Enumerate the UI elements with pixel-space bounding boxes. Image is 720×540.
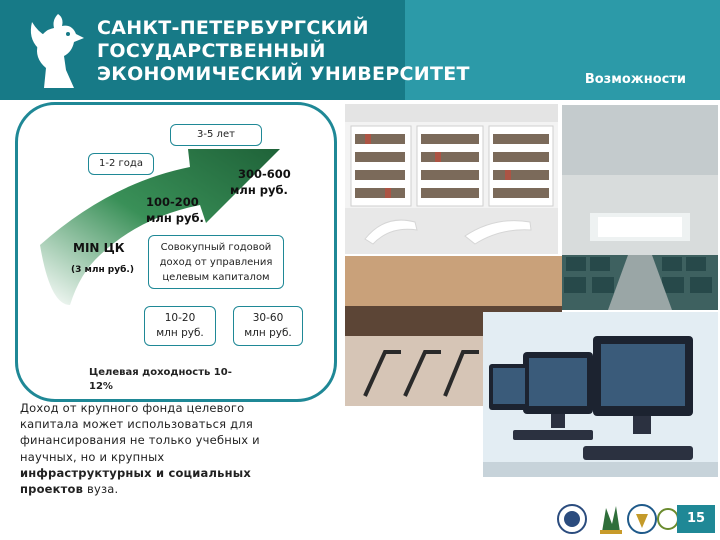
griffin-logo-icon xyxy=(30,14,84,88)
range-mid-label: 100-200 млн руб. xyxy=(146,194,204,226)
diagram-frame xyxy=(15,102,337,402)
income-low-value: 10-20 xyxy=(164,312,196,324)
range-mid-unit: млн руб. xyxy=(146,211,204,225)
income-box-line-2: доход от управления xyxy=(159,257,273,268)
header-band-light xyxy=(405,0,720,100)
university-name-line-2: ГОСУДАРСТВЕННЫЙ xyxy=(97,40,326,62)
income-box-line-1: Совокупный годовой xyxy=(160,242,272,253)
body-line-2: капитала может использоваться для xyxy=(20,417,253,432)
university-seal-logos-icon xyxy=(557,504,679,534)
income-box-line-3: целевым капиталом xyxy=(162,272,270,283)
section-title: Возможности xyxy=(584,72,686,87)
body-paragraph: Доход от крупного фонда целевого капитал… xyxy=(20,400,310,497)
range-high-label: 300-600 млн руб. xyxy=(230,166,291,198)
university-name-line-1: САНКТ-ПЕТЕРБУРГСКИЙ xyxy=(97,17,369,39)
income-low-unit: млн руб. xyxy=(156,327,204,339)
income-high-value: 30-60 xyxy=(252,312,284,324)
range-mid-value: 100-200 xyxy=(146,195,199,209)
growth-arrow xyxy=(40,149,280,305)
period-long-box: 3-5 лет xyxy=(170,124,262,146)
library-photo xyxy=(345,104,558,254)
range-high-value: 300-600 xyxy=(238,167,291,181)
income-box: Совокупный годовой доход от управления ц… xyxy=(148,235,284,289)
target-yield-text: Целевая доходность 10- 12% xyxy=(89,366,249,394)
range-high-unit: млн руб. xyxy=(230,183,288,197)
body-bold-line-2: проектов xyxy=(20,482,84,497)
page-number: 15 xyxy=(677,505,715,533)
period-short-box: 1-2 года xyxy=(88,153,154,175)
income-low-box: 10-20 млн руб. xyxy=(144,306,216,346)
auditorium-photo xyxy=(562,105,718,310)
target-yield-line-2: 12% xyxy=(89,381,113,392)
target-yield-line-1: Целевая доходность 10- xyxy=(89,367,232,378)
min-capital-sub: (3 млн руб.) xyxy=(71,265,134,275)
body-line-1: Доход от крупного фонда целевого xyxy=(20,401,245,415)
income-high-unit: млн руб. xyxy=(244,327,292,339)
university-name-line-3: ЭКОНОМИЧЕСКИЙ УНИВЕРСИТЕТ xyxy=(97,63,470,85)
min-capital-label: MIN ЦК xyxy=(73,241,125,255)
body-tail: вуза. xyxy=(83,482,119,497)
body-bold-line-1: инфраструктурных и социальных xyxy=(20,465,251,480)
computer-lab-photo xyxy=(483,312,718,477)
body-line-4: научных, но и крупных xyxy=(20,449,165,464)
income-high-box: 30-60 млн руб. xyxy=(233,306,303,346)
header-banner: САНКТ-ПЕТЕРБУРГСКИЙ ГОСУДАРСТВЕННЫЙ ЭКОН… xyxy=(0,0,720,100)
body-line-3: финансирования не только учебных и xyxy=(20,433,260,448)
